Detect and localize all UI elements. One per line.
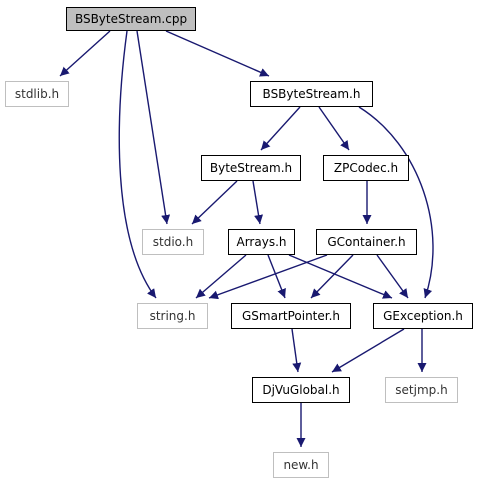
- node-label: stdlib.h: [14, 87, 60, 101]
- node-bsbytestream-cpp[interactable]: BSByteStream.cpp: [66, 7, 196, 31]
- node-gcontainer-h[interactable]: GContainer.h: [316, 229, 417, 255]
- edge-bytestream_h-to-arrays_h: [252, 180, 263, 225]
- node-label: GException.h: [383, 309, 463, 323]
- node-label: new.h: [283, 458, 319, 472]
- node-djvuglobal-h[interactable]: DjVuGlobal.h: [252, 377, 350, 403]
- edge-arrays_h-to-string_h: [195, 254, 247, 299]
- node-label: Arrays.h: [236, 235, 287, 249]
- node-arrays-h[interactable]: Arrays.h: [228, 229, 295, 255]
- edge-gexception_h-to-djvuglobal_h: [331, 328, 405, 373]
- node-zpcodec-h[interactable]: ZPCodec.h: [323, 155, 409, 181]
- edge-bsbytestream_cpp-to-stdlib_h: [59, 30, 111, 77]
- edge-bsbytestream_h-to-gexception_h: [358, 106, 434, 299]
- node-string-h[interactable]: string.h: [137, 303, 208, 329]
- node-label: GSmartPointer.h: [241, 309, 341, 323]
- node-stdlib-h[interactable]: stdlib.h: [5, 81, 69, 107]
- edge-bsbytestream_cpp-to-string_h: [118, 30, 157, 299]
- edge-bsbytestream_cpp-to-stdio_h: [136, 30, 171, 225]
- node-setjmp-h[interactable]: setjmp.h: [385, 377, 458, 403]
- edge-bsbytestream_h-to-bytestream_h: [260, 106, 301, 151]
- edge-gcontainer_h-to-gsmartpointer_h: [310, 254, 354, 299]
- node-label: DjVuGlobal.h: [262, 383, 340, 397]
- node-gexception-h[interactable]: GException.h: [373, 303, 473, 329]
- edge-gcontainer_h-to-gexception_h: [376, 254, 409, 299]
- node-gsmartpointer-h[interactable]: GSmartPointer.h: [231, 303, 351, 329]
- node-new-h[interactable]: new.h: [273, 452, 329, 478]
- node-label: GContainer.h: [327, 235, 406, 249]
- node-bsbytestream-h[interactable]: BSByteStream.h: [250, 81, 373, 107]
- node-label: setjmp.h: [395, 383, 448, 397]
- node-label: ByteStream.h: [209, 161, 293, 175]
- node-stdio-h[interactable]: stdio.h: [142, 229, 204, 255]
- edge-gsmartpointer_h-to-djvuglobal_h: [291, 328, 302, 373]
- edge-bsbytestream_h-to-zpcodec_h: [318, 106, 350, 151]
- edge-bsbytestream_cpp-to-bsbytestream_h: [165, 30, 270, 77]
- node-label: string.h: [149, 309, 196, 323]
- node-label: stdio.h: [152, 235, 194, 249]
- edge-gcontainer_h-to-string_h: [208, 254, 328, 300]
- node-label: BSByteStream.h: [262, 87, 361, 101]
- edge-arrays_h-to-gexception_h: [288, 254, 393, 299]
- node-label: BSByteStream.cpp: [74, 12, 188, 26]
- node-label: ZPCodec.h: [333, 161, 399, 175]
- edge-arrays_h-to-gsmartpointer_h: [267, 254, 286, 299]
- node-bytestream-h[interactable]: ByteStream.h: [201, 155, 301, 181]
- edge-bytestream_h-to-stdio_h: [191, 180, 238, 225]
